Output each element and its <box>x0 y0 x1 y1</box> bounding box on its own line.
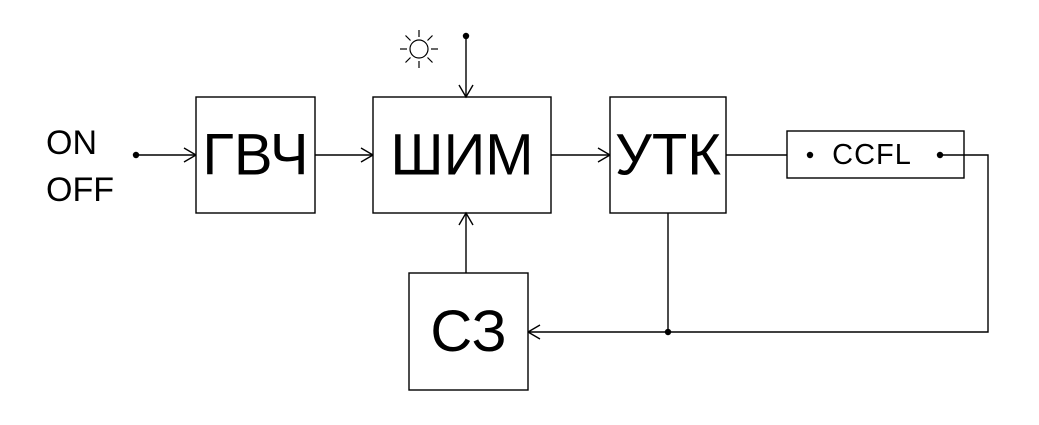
block-ccfl-label: CCFL <box>832 139 912 171</box>
input-label-off: OFF <box>46 171 114 209</box>
block-shim-label: ШИМ <box>390 123 533 188</box>
block-sz-label: СЗ <box>430 299 506 364</box>
arrow-control-shim <box>458 84 474 99</box>
block-shim: ШИМ <box>372 96 552 214</box>
block-gvch-label: ГВЧ <box>202 123 308 188</box>
sun-icon <box>400 30 438 68</box>
block-utk-label: УТК <box>615 123 721 188</box>
arrow-sz-shim <box>458 211 474 226</box>
input-label-on: ON <box>46 124 97 162</box>
block-sz: СЗ <box>408 272 529 391</box>
feedback-junction <box>664 328 672 336</box>
block-utk: УТК <box>609 96 727 214</box>
block-gvch: ГВЧ <box>195 96 316 214</box>
block-ccfl: CCFL <box>786 130 965 179</box>
wire-ccfl-feedback <box>528 154 989 333</box>
